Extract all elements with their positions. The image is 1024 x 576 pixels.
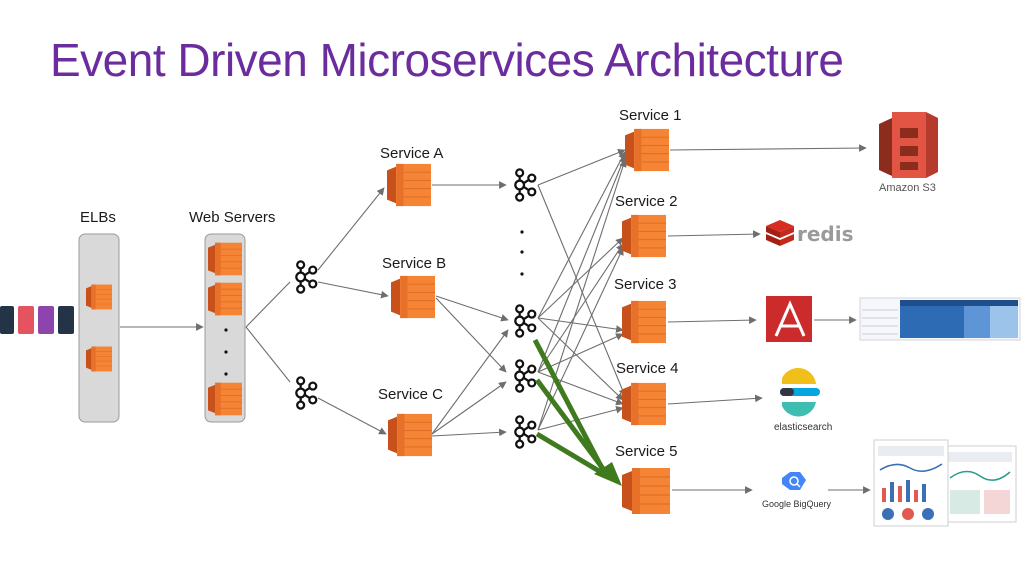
elb-icon — [86, 284, 112, 310]
kafka-icon — [514, 415, 537, 449]
service-c-icon — [388, 413, 432, 457]
elasticsearch-label: elasticsearch — [774, 422, 832, 433]
service-4-label: Service 4 — [616, 360, 679, 377]
service-2-label: Service 2 — [615, 193, 678, 210]
ellipsis-dots — [224, 328, 228, 376]
dashboard-screenshot-icon — [873, 439, 1017, 527]
service-b-icon — [391, 275, 435, 319]
bigquery-label: Google BigQuery — [762, 499, 832, 509]
client-devices — [0, 306, 74, 334]
page-title: Event Driven Microservices Architecture — [50, 34, 843, 86]
kafka-icon — [295, 376, 318, 410]
elasticsearch-icon — [780, 368, 820, 417]
web-server-icon — [208, 242, 242, 276]
service-1-icon — [625, 128, 669, 172]
service-c-label: Service C — [378, 386, 443, 403]
service-b-label: Service B — [382, 255, 446, 272]
table-screenshot-icon — [859, 297, 1021, 341]
service-a-label: Service A — [380, 145, 443, 162]
redis-icon — [766, 220, 794, 246]
kafka-icon — [514, 359, 537, 393]
service-3-icon — [622, 300, 666, 344]
web-server-icon — [208, 382, 242, 416]
service-2-icon — [622, 214, 666, 258]
kafka-icon — [514, 304, 537, 338]
elb-icon — [86, 346, 112, 372]
redis-label: redis — [797, 222, 854, 246]
service-1-label: Service 1 — [619, 107, 682, 124]
amazon-s3-icon — [879, 112, 938, 178]
web-server-icon — [208, 282, 242, 316]
amazon-s3-label: Amazon S3 — [879, 182, 936, 194]
ellipsis-dots — [520, 230, 524, 276]
highlight-arrows — [532, 338, 622, 486]
elbs-label: ELBs — [80, 209, 116, 226]
athena-icon — [766, 296, 812, 342]
service-5-icon — [622, 467, 670, 515]
bigquery-icon — [782, 472, 806, 490]
service-4-icon — [622, 382, 666, 426]
kafka-icon — [295, 260, 318, 294]
service-3-label: Service 3 — [614, 276, 677, 293]
web-servers-label: Web Servers — [189, 209, 275, 226]
elb-panel — [78, 233, 120, 423]
service-5-label: Service 5 — [615, 443, 678, 460]
fanout-arrows — [537, 149, 627, 431]
web-servers-panel — [204, 233, 246, 423]
service-a-icon — [387, 163, 431, 207]
kafka-icon — [514, 168, 537, 202]
